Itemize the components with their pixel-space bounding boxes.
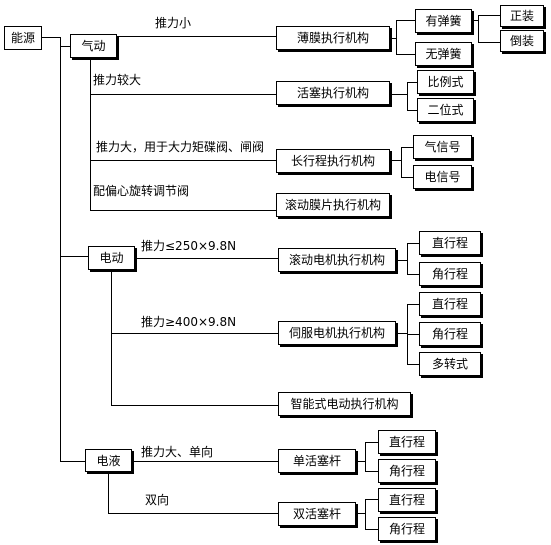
connector-line: [108, 513, 278, 514]
connector-line: [365, 442, 378, 443]
connector-line: [132, 461, 278, 462]
connector-line: [401, 147, 402, 177]
connector-line: [407, 82, 408, 110]
two-position-node: 二位式: [417, 98, 474, 122]
connector-line: [60, 256, 88, 257]
connector-line: [356, 513, 365, 514]
electric-signal-node: 电信号: [413, 165, 472, 189]
pneumatic-node: 气动: [70, 34, 117, 58]
connector-line: [60, 461, 85, 462]
connector-line: [396, 333, 407, 334]
connector-line: [365, 499, 366, 529]
condition-label-larger-thrust: 推力较大: [93, 73, 142, 87]
connector-line: [396, 260, 407, 261]
connector-line: [401, 177, 413, 178]
connector-line: [390, 160, 401, 161]
electric-node: 电动: [88, 246, 135, 270]
connector-line: [42, 37, 60, 38]
connector-line: [135, 258, 278, 259]
connector-line: [365, 471, 378, 472]
connector-line: [90, 94, 276, 95]
connector-line: [478, 15, 479, 42]
servo-multiturn-node: 多转式: [419, 352, 481, 376]
condition-label-small-thrust: 推力小: [155, 16, 192, 30]
root-node-energy-source: 能源: [4, 26, 42, 50]
connector-line: [478, 42, 500, 43]
connector-line: [365, 442, 366, 471]
connector-line: [108, 472, 109, 513]
double-rod-straight-stroke-node: 直行程: [378, 488, 436, 512]
connector-line: [396, 20, 415, 21]
servo-actuator-node: 伺服电机执行机构: [278, 321, 396, 345]
connector-line: [111, 405, 278, 406]
connector-line: [390, 94, 407, 95]
connector-line: [90, 210, 276, 211]
connector-line: [472, 20, 478, 21]
connector-line: [365, 499, 378, 500]
connector-line: [60, 37, 61, 461]
single-rod-angular-stroke-node: 角行程: [378, 459, 436, 483]
connector-line: [407, 110, 417, 111]
double-piston-rod-node: 双活塞杆: [278, 502, 356, 526]
connector-line: [111, 270, 112, 405]
connector-line: [390, 38, 396, 39]
condition-label-bidirectional: 双向: [145, 493, 170, 507]
piston-actuator-node: 活塞执行机构: [276, 81, 390, 105]
no-spring-node: 无弹簧: [415, 42, 472, 66]
connector-line: [407, 243, 408, 274]
connector-line: [365, 529, 378, 530]
condition-label-thrust-ge-400: 推力≥400×9.8N: [141, 315, 237, 329]
condition-label-large-unidirectional: 推力大、单向: [141, 445, 214, 459]
connector-line: [111, 333, 278, 334]
connector-line: [407, 82, 417, 83]
pneumatic-signal-node: 气信号: [413, 135, 472, 159]
connector-line: [407, 243, 419, 244]
connector-line: [396, 20, 397, 54]
connector-line: [396, 54, 415, 55]
connector-line: [407, 364, 419, 365]
hydraulic-node: 电液: [85, 449, 132, 472]
direct-mount-node: 正装: [500, 5, 544, 27]
motor-actuator-node: 滚动电机执行机构: [278, 248, 396, 272]
connector-line: [478, 15, 500, 16]
servo-angular-stroke-node: 角行程: [419, 322, 481, 346]
connector-line: [117, 36, 276, 37]
proportional-node: 比例式: [417, 70, 474, 94]
condition-label-large-thrust-valves: 推力大，用于大力矩碟阀、闸阀: [96, 140, 265, 154]
motor-angular-stroke-node: 角行程: [419, 262, 481, 286]
connector-line: [90, 160, 276, 161]
single-rod-straight-stroke-node: 直行程: [378, 430, 436, 454]
connector-line: [90, 58, 91, 211]
connector-line: [407, 334, 419, 335]
connector-line: [356, 461, 365, 462]
rolling-diaphragm-actuator-node: 滚动膜片执行机构: [276, 193, 390, 217]
spring-node: 有弹簧: [415, 9, 472, 33]
thin-film-actuator-node: 薄膜执行机构: [276, 26, 390, 50]
double-rod-angular-stroke-node: 角行程: [378, 517, 436, 541]
condition-label-thrust-le-250: 推力≤250×9.8N: [141, 239, 237, 253]
motor-straight-stroke-node: 直行程: [419, 231, 481, 255]
long-stroke-actuator-node: 长行程执行机构: [276, 149, 390, 173]
smart-electric-actuator-node: 智能式电动执行机构: [278, 392, 411, 416]
connector-line: [407, 274, 419, 275]
reverse-mount-node: 倒装: [500, 30, 544, 52]
servo-straight-stroke-node: 直行程: [419, 292, 481, 316]
connector-line: [401, 147, 413, 148]
condition-label-eccentric-rotary: 配偏心旋转调节阀: [93, 184, 190, 198]
connector-line: [60, 46, 70, 47]
connector-line: [407, 304, 419, 305]
single-piston-rod-node: 单活塞杆: [278, 449, 356, 473]
